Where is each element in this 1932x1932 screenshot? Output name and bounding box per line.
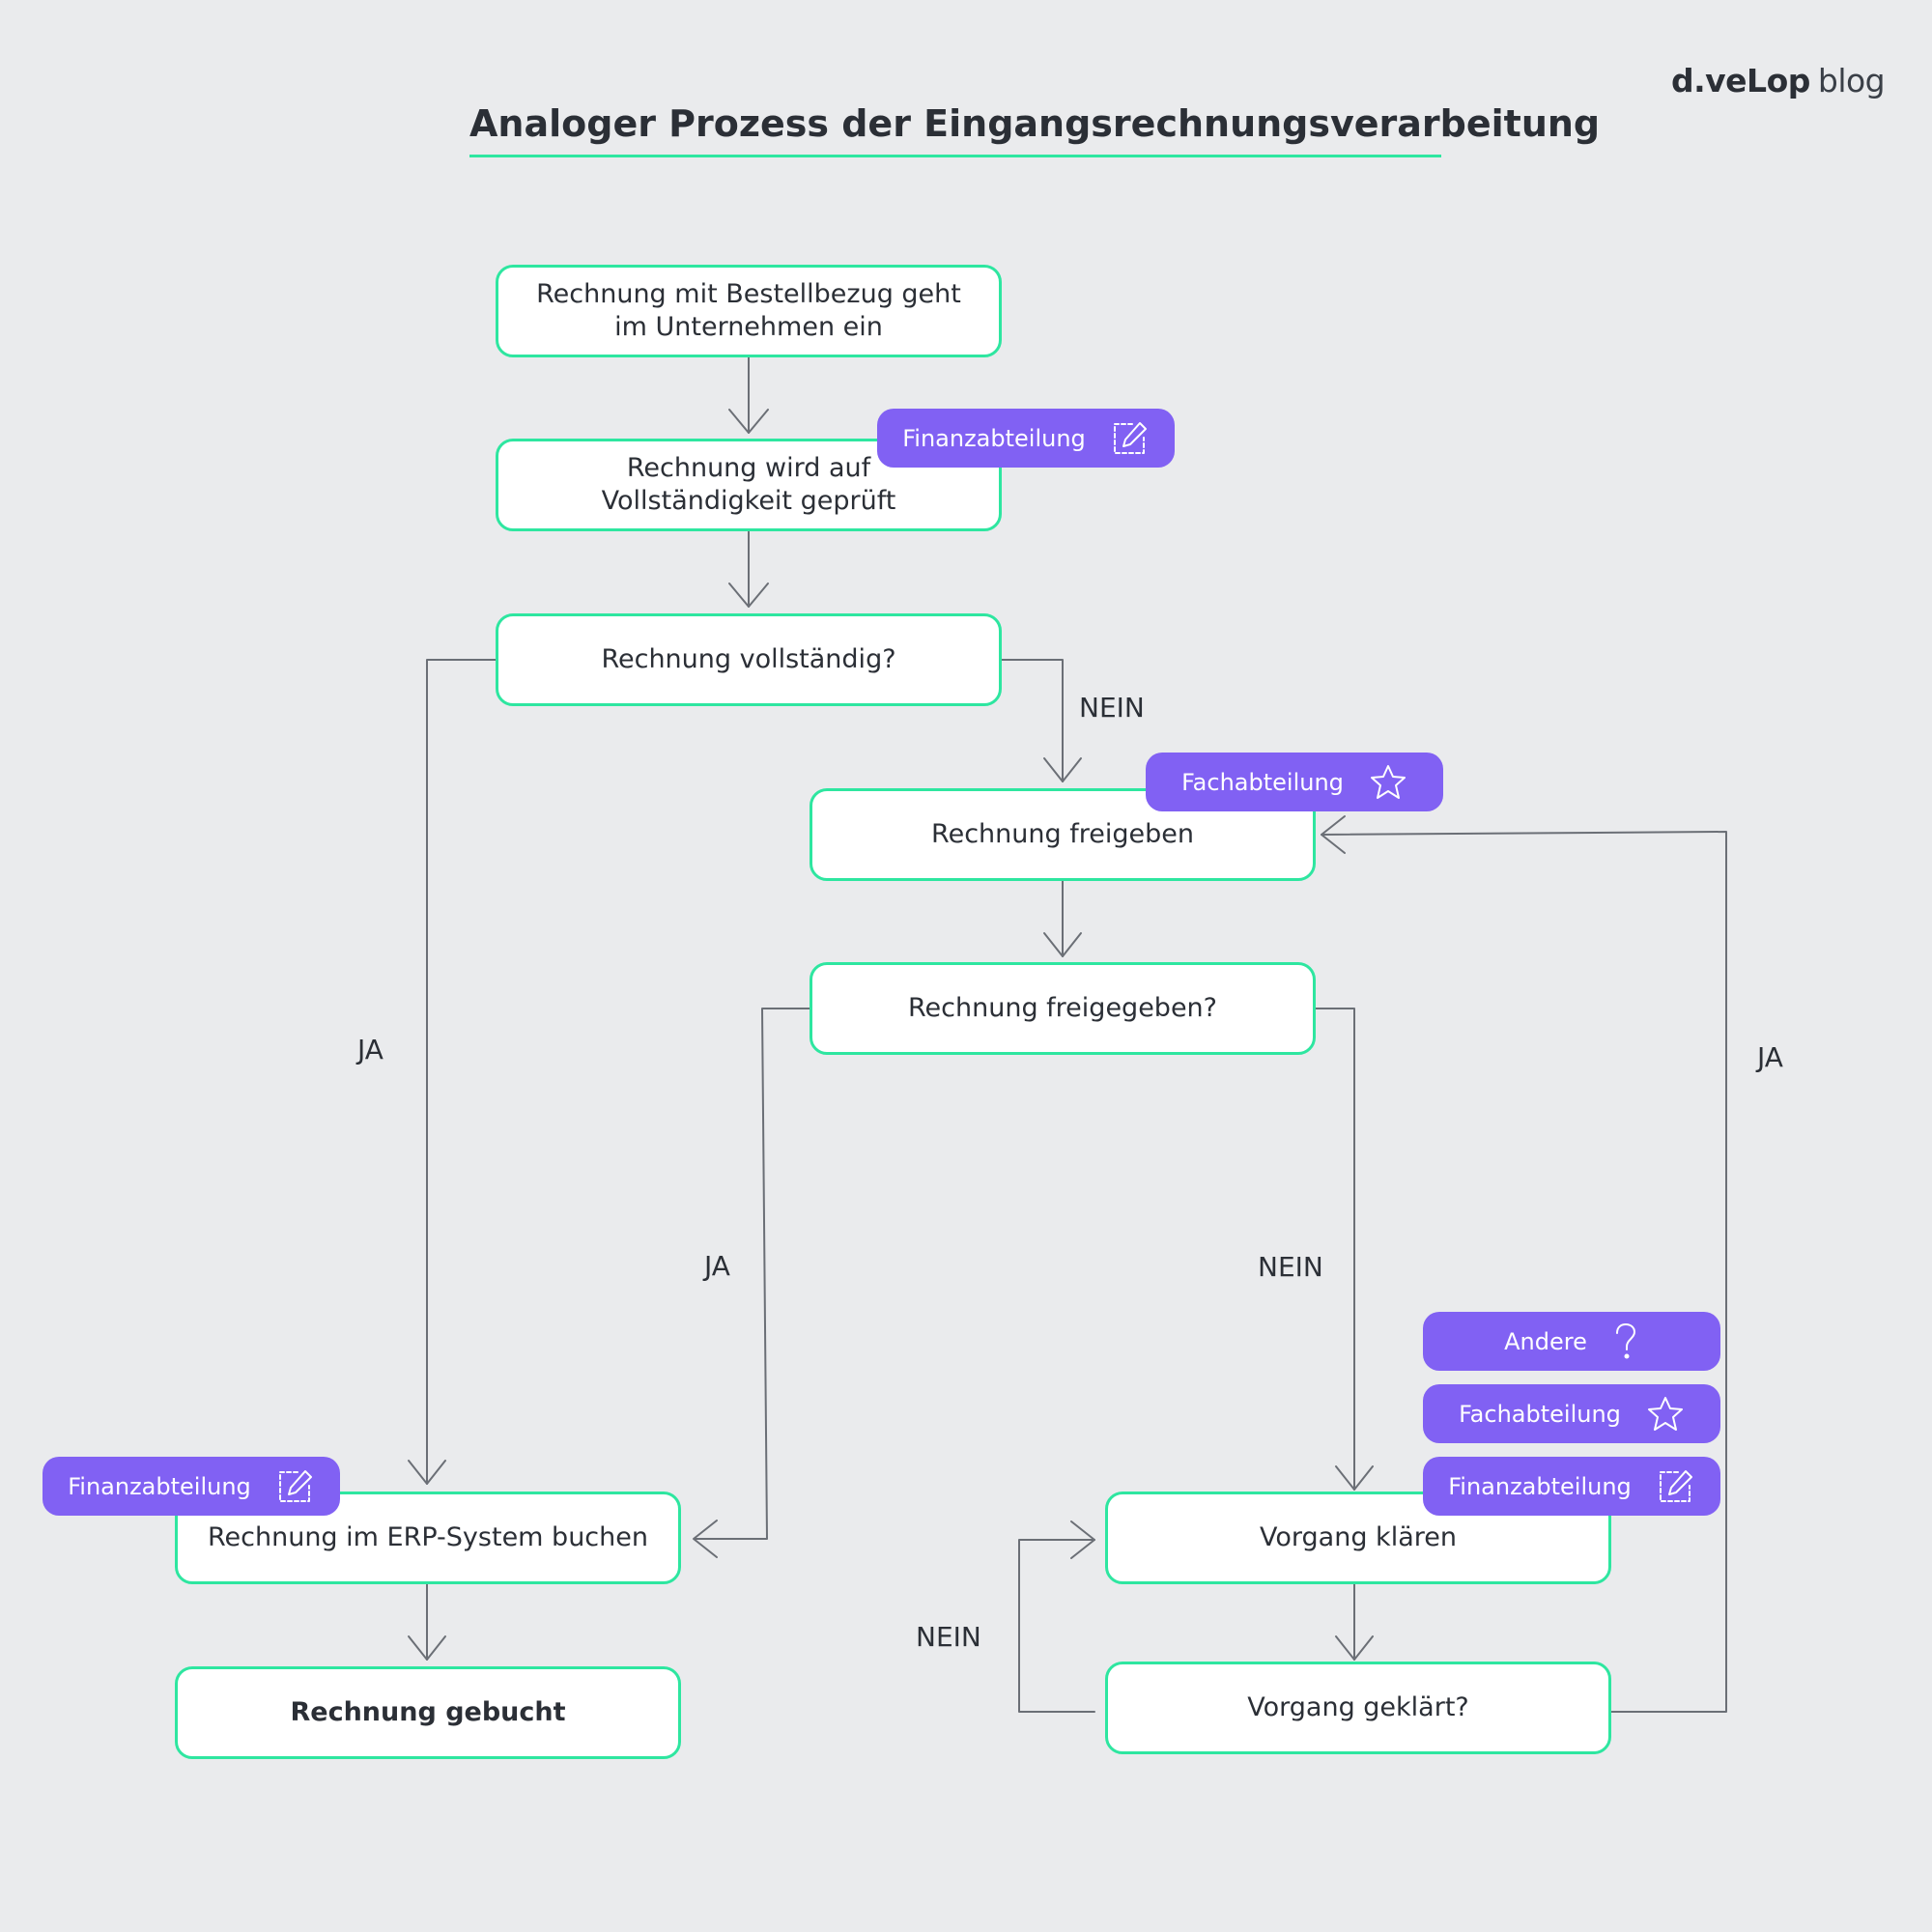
node-complete-decision: Rechnung vollständig? [496, 613, 1002, 706]
arrowhead [408, 1635, 446, 1661]
arrowhead [1321, 815, 1346, 854]
node-label: Rechnung wird auf Vollständigkeit geprüf… [601, 453, 896, 516]
badge-label: Fachabteilung [1181, 768, 1344, 796]
role-badge-finance: Finanzabteilung [877, 409, 1175, 468]
node-label: Rechnung gebucht [290, 1697, 566, 1727]
edge-approved-yes [695, 1008, 810, 1540]
page-title: Analoger Prozess der Eingangsrechnungsve… [469, 102, 1600, 157]
node-label: Rechnung freigegeben? [908, 993, 1217, 1023]
edge-label-complete-no: NEIN [1079, 692, 1145, 724]
node-booked: Rechnung gebucht [175, 1666, 681, 1759]
logo-brand: d.veLop [1671, 62, 1810, 99]
badge-label: Fachabteilung [1459, 1400, 1621, 1428]
arrowhead [1070, 1520, 1095, 1559]
node-label: Vorgang klären [1260, 1522, 1457, 1552]
node-label: Rechnung vollständig? [601, 644, 896, 674]
edge-label-approved-no: NEIN [1258, 1251, 1323, 1283]
arrowhead [693, 1520, 718, 1558]
edge-label-complete-yes: JA [357, 1034, 384, 1065]
edge-clarified-yes [1321, 831, 1727, 1713]
question-icon [1615, 1322, 1635, 1358]
edge-clarified-no [1018, 1539, 1095, 1713]
edit-icon [1113, 421, 1147, 454]
badge-label: Finanzabteilung [68, 1472, 251, 1500]
badge-label: Andere [1504, 1327, 1587, 1355]
edge-label-approved-yes: JA [704, 1250, 730, 1282]
edit-icon [278, 1469, 312, 1502]
arrowhead [1043, 757, 1082, 782]
role-badge-other: Andere [1423, 1312, 1720, 1371]
node-label: Rechnung im ERP-System buchen [207, 1522, 648, 1552]
edge-complete-yes [426, 659, 497, 1485]
node-label: Rechnung mit Bestellbezug geht im Untern… [536, 279, 961, 342]
star-icon [1370, 764, 1406, 799]
arrowhead [728, 409, 769, 434]
arrowhead [728, 582, 769, 608]
star-icon [1647, 1396, 1683, 1431]
edit-icon [1659, 1469, 1692, 1502]
edge-approved-no [1315, 1008, 1355, 1491]
edge-label-clarified-yes: JA [1757, 1041, 1783, 1073]
role-badge-finance: Finanzabteilung [43, 1457, 340, 1516]
node-approved-decision: Rechnung freigegeben? [810, 962, 1316, 1055]
edge-complete-no [1001, 659, 1064, 782]
role-badge-department: Fachabteilung [1146, 753, 1443, 811]
badge-label: Finanzabteilung [1448, 1472, 1632, 1500]
badge-label: Finanzabteilung [902, 424, 1086, 452]
role-badge-finance: Finanzabteilung [1423, 1457, 1720, 1516]
arrowhead [408, 1460, 446, 1485]
edge-label-clarified-no: NEIN [916, 1621, 981, 1653]
node-label: Rechnung freigeben [931, 819, 1194, 849]
node-clarified-decision: Vorgang geklärt? [1105, 1662, 1611, 1754]
node-label: Vorgang geklärt? [1247, 1692, 1469, 1722]
arrowhead [1043, 932, 1082, 957]
arrowhead [1335, 1465, 1374, 1491]
role-badge-department: Fachabteilung [1423, 1384, 1720, 1443]
logo-suffix: blog [1817, 62, 1886, 99]
node-invoice-received: Rechnung mit Bestellbezug geht im Untern… [496, 265, 1002, 357]
arrowhead [1335, 1635, 1374, 1661]
